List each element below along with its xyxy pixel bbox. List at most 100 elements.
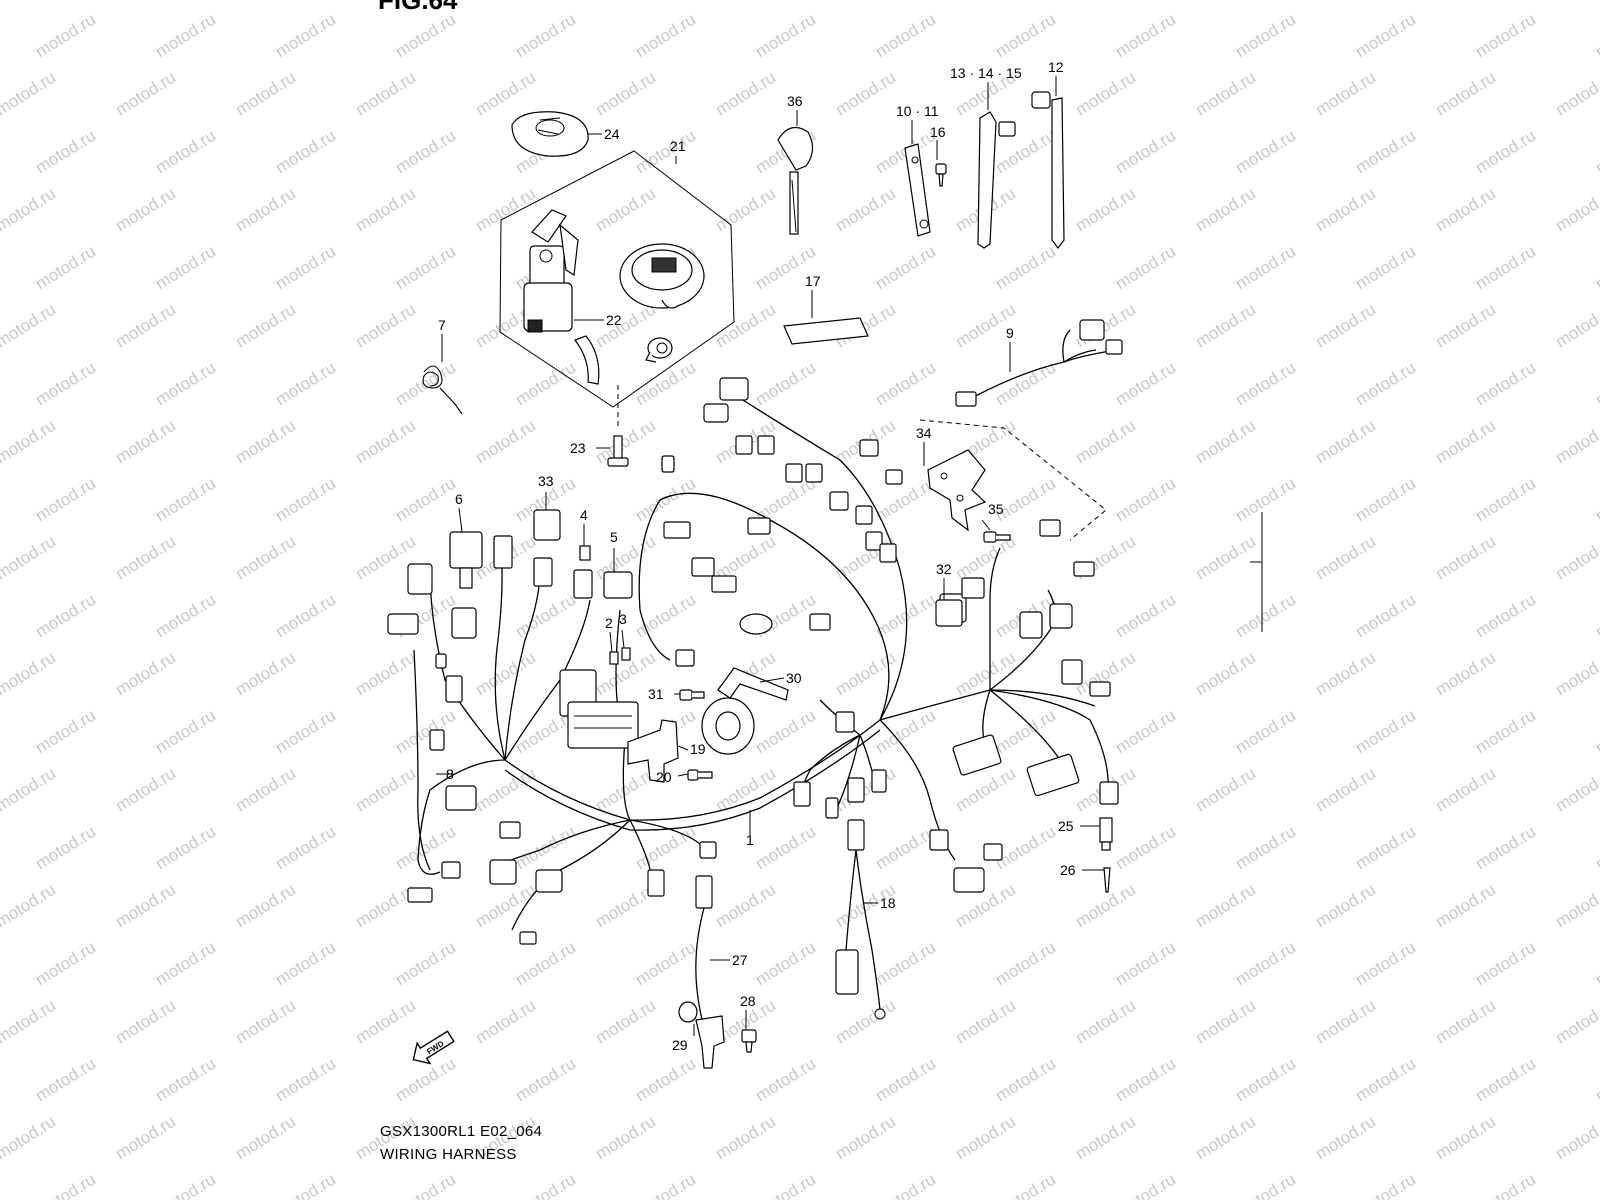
callout-26: 26 (1060, 862, 1076, 878)
watermark-text: motod.ru (592, 0, 659, 3)
watermark-text: motod.ru (512, 1170, 579, 1200)
watermark-text: motod.ru (992, 706, 1059, 758)
part-7-spring-icon (422, 365, 463, 415)
callout-17: 17 (805, 273, 821, 289)
watermark-text: motod.ru (112, 184, 179, 236)
watermark-text: motod.ru (1112, 10, 1179, 62)
harness-connectors-icon (387, 377, 1119, 945)
watermark-text: motod.ru (1192, 68, 1259, 120)
callouts: 24 21 22 23 36 10 · 11 16 13 · 14 · 15 1… (438, 59, 1076, 1053)
watermark-text: motod.ru (992, 938, 1059, 990)
callout-6: 6 (455, 491, 463, 507)
callout-7: 7 (438, 317, 446, 333)
part-32-connector-icon (935, 599, 963, 627)
watermark-text: motod.ru (1352, 822, 1419, 874)
watermark-text: motod.ru (712, 300, 779, 352)
watermark-text: motod.ru (112, 68, 179, 120)
watermark-text: motod.ru (232, 1112, 299, 1164)
part-33-relay-icon (533, 509, 561, 541)
watermark-text: motod.ru (992, 10, 1059, 62)
watermark-text: motod.ru (152, 126, 219, 178)
watermark-text: motod.ru (1232, 822, 1299, 874)
part-30-horn-icon (701, 667, 789, 755)
watermark-text: motod.ru (472, 184, 539, 236)
watermark-text: motod.ru (0, 416, 59, 468)
watermark-text: motod.ru (1232, 10, 1299, 62)
part-28-bolt-icon (741, 1029, 757, 1053)
watermark-text: motod.ru (1192, 300, 1259, 352)
watermark-text: motod.ru (392, 938, 459, 990)
part-12-tie-band-icon (1031, 91, 1065, 249)
watermark-text: motod.ru (1592, 1170, 1600, 1200)
watermark-text: motod.ru (1592, 242, 1600, 294)
watermark-text: motod.ru (752, 706, 819, 758)
watermark-text: motod.ru (1192, 532, 1259, 584)
watermark-text: motod.ru (32, 242, 99, 294)
watermark-text: motod.ru (352, 416, 419, 468)
part-4-fuse-icon (579, 545, 591, 561)
watermark-text: motod.ru (1112, 822, 1179, 874)
watermark-text: motod.ru (1552, 532, 1600, 584)
watermark-text: motod.ru (1192, 648, 1259, 700)
part-9-sub-harness-icon (955, 319, 1123, 407)
watermark-text: motod.ru (872, 1170, 939, 1200)
callout-12: 12 (1048, 59, 1064, 75)
watermark-text: motod.ru (712, 184, 779, 236)
watermark-text: motod.ru (1312, 648, 1379, 700)
watermark-text: motod.ru (1472, 1170, 1539, 1200)
watermark-text: motod.ru (1312, 996, 1379, 1048)
watermark-text: motod.ru (152, 1054, 219, 1106)
watermark-text: motod.ru (1552, 68, 1600, 120)
watermark-text: motod.ru (712, 1112, 779, 1164)
watermark-text: motod.ru (1352, 474, 1419, 526)
watermark-text: motod.ru (152, 1170, 219, 1200)
watermark-text: motod.ru (272, 126, 339, 178)
watermark-text: motod.ru (152, 474, 219, 526)
callout-22: 22 (606, 312, 622, 328)
watermark-text: motod.ru (232, 184, 299, 236)
watermark-text: motod.ru (1192, 0, 1259, 3)
part-31-bolt-icon (679, 689, 705, 701)
watermark-text: motod.ru (1352, 358, 1419, 410)
callout-18: 18 (880, 895, 896, 911)
watermark-text: motod.ru (0, 532, 59, 584)
watermark-text: motod.ru (232, 764, 299, 816)
part-3-fuse-icon (621, 647, 631, 661)
watermark-text: motod.ru (1072, 996, 1139, 1048)
watermark-text: motod.ru (1432, 184, 1499, 236)
watermark-text: motod.ru (352, 648, 419, 700)
watermark-text: motod.ru (32, 358, 99, 410)
watermark-text: motod.ru (1312, 532, 1379, 584)
watermark-text: motod.ru (352, 764, 419, 816)
watermark-text: motod.ru (1552, 764, 1600, 816)
watermark-text: motod.ru (472, 996, 539, 1048)
watermark-text: motod.ru (272, 1054, 339, 1106)
watermark-text: motod.ru (1352, 126, 1419, 178)
watermark-text: motod.ru (472, 416, 539, 468)
watermark-text: motod.ru (0, 0, 59, 3)
callout-32: 32 (936, 561, 952, 577)
watermark-text: motod.ru (152, 938, 219, 990)
watermark-text: motod.ru (712, 764, 779, 816)
watermark-text: motod.ru (232, 0, 299, 3)
watermark-text: motod.ru (1552, 184, 1600, 236)
watermark-text: motod.ru (1112, 474, 1179, 526)
part-35-bolt-icon (983, 531, 1011, 543)
diagram-title: WIRING HARNESS (380, 1146, 517, 1163)
watermark-text: motod.ru (112, 300, 179, 352)
watermark-text: motod.ru (1592, 126, 1600, 178)
watermark-text: motod.ru (112, 764, 179, 816)
watermark-text: motod.ru (512, 1054, 579, 1106)
watermark-text: motod.ru (392, 706, 459, 758)
watermark-text: motod.ru (952, 1112, 1019, 1164)
callout-31: 31 (648, 686, 664, 702)
watermark-text: motod.ru (832, 0, 899, 3)
watermark-text: motod.ru (1232, 242, 1299, 294)
watermark-text: motod.ru (1352, 706, 1419, 758)
watermark-text: motod.ru (1592, 1054, 1600, 1106)
part-25-switch-icon (1099, 817, 1113, 851)
watermark-text: motod.ru (0, 764, 59, 816)
watermark-text: motod.ru (352, 996, 419, 1048)
part-20-bolt-icon (687, 769, 713, 781)
watermark-text: motod.ru (272, 358, 339, 410)
